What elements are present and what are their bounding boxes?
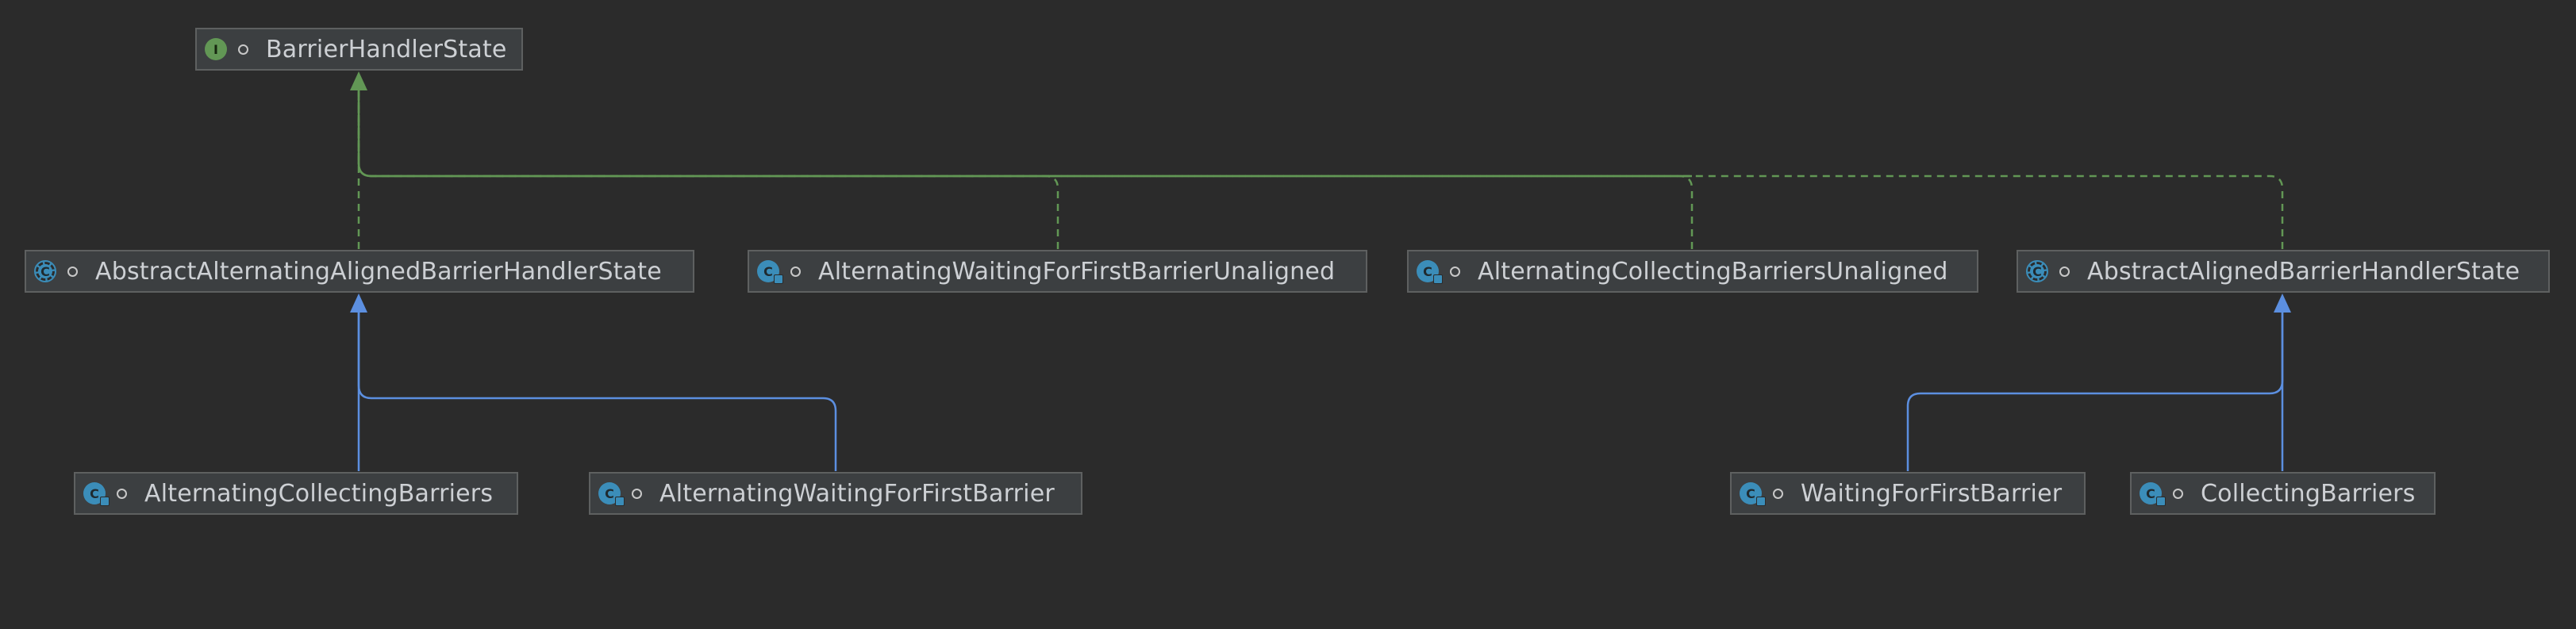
- edge-implements-abstract-aligned: [357, 75, 2284, 249]
- node-label: WaitingForFirstBarrier: [1801, 479, 2063, 508]
- package-visibility-icon: [238, 44, 248, 55]
- node-label: AlternatingWaitingForFirstBarrierUnalign…: [818, 257, 1336, 286]
- package-visibility-icon: [1450, 266, 1460, 277]
- node-label: AbstractAlignedBarrierHandlerState: [2087, 257, 2520, 286]
- node-waiting-for-first-barrier[interactable]: C WaitingForFirstBarrier: [1730, 472, 2086, 515]
- node-label: AbstractAlternatingAlignedBarrierHandler…: [95, 257, 662, 286]
- node-abstract-alternating-aligned-barrier-handler-state[interactable]: C AbstractAlternatingAlignedBarrierHandl…: [25, 250, 694, 293]
- package-visibility-icon: [632, 488, 642, 499]
- node-label: CollectingBarriers: [2201, 479, 2416, 508]
- arrowhead-implements: [350, 71, 367, 90]
- node-label: BarrierHandlerState: [266, 35, 507, 63]
- node-label: AlternatingWaitingForFirstBarrier: [659, 479, 1055, 508]
- class-icon: C: [1417, 260, 1443, 284]
- class-icon: C: [2140, 482, 2166, 506]
- class-icon: C: [757, 260, 783, 284]
- package-visibility-icon: [117, 488, 127, 499]
- arrowhead-extends-left: [350, 293, 367, 313]
- lock-icon: [2156, 497, 2166, 506]
- node-collecting-barriers[interactable]: C CollectingBarriers: [2130, 472, 2436, 515]
- abstract-class-icon: C: [2026, 260, 2048, 282]
- node-label: AlternatingCollectingBarriersUnaligned: [1478, 257, 1948, 286]
- package-visibility-icon: [790, 266, 801, 277]
- node-alternating-waiting-for-first-barrier[interactable]: C AlternatingWaitingForFirstBarrier: [589, 472, 1082, 515]
- edge-extends-waiting-first: [1906, 297, 2284, 471]
- package-visibility-icon: [1773, 488, 1783, 499]
- lock-icon: [615, 497, 625, 506]
- class-icon: C: [1740, 482, 1766, 506]
- node-abstract-aligned-barrier-handler-state[interactable]: C AbstractAlignedBarrierHandlerState: [2017, 250, 2550, 293]
- lock-icon: [774, 274, 783, 284]
- class-icon: C: [83, 482, 110, 506]
- package-visibility-icon: [2059, 266, 2070, 277]
- node-alternating-collecting-barriers-unaligned[interactable]: C AlternatingCollectingBarriersUnaligned: [1407, 250, 1978, 293]
- node-label: AlternatingCollectingBarriers: [144, 479, 494, 508]
- lock-icon: [1433, 274, 1443, 284]
- edge-implements-alternating-collecting-unaligned: [357, 75, 1694, 249]
- abstract-class-icon: C: [34, 260, 56, 282]
- node-alternating-waiting-for-first-barrier-unaligned[interactable]: C AlternatingWaitingForFirstBarrierUnali…: [748, 250, 1367, 293]
- interface-icon: I: [205, 38, 227, 60]
- class-icon: C: [598, 482, 625, 506]
- package-visibility-icon: [2173, 488, 2183, 499]
- arrowhead-extends-right: [2274, 293, 2291, 313]
- node-alternating-collecting-barriers[interactable]: C AlternatingCollectingBarriers: [74, 472, 518, 515]
- node-barrier-handler-state[interactable]: I BarrierHandlerState: [195, 28, 523, 71]
- package-visibility-icon: [67, 266, 78, 277]
- lock-icon: [100, 497, 110, 506]
- edge-extends-alternating-waiting: [357, 297, 837, 471]
- lock-icon: [1756, 497, 1766, 506]
- edge-implements-trunk: [357, 163, 1692, 178]
- edge-implements-alternating-waiting-unaligned: [357, 75, 1059, 249]
